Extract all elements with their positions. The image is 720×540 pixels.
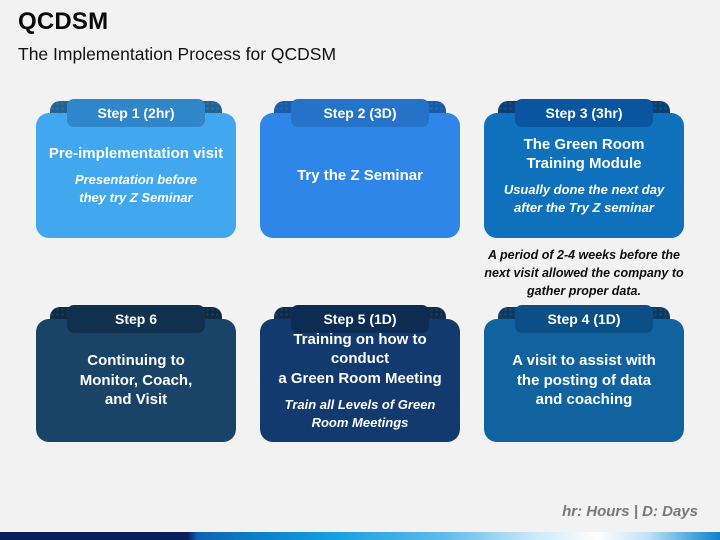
footer-accent-bar xyxy=(0,532,720,540)
page-title: QCDSM xyxy=(18,8,109,35)
steps-row-bottom: Step 6 Continuing to Monitor, Coach, and… xyxy=(36,305,684,442)
step-2-body: Try the Z Seminar xyxy=(260,113,460,238)
step-2-tab: Step 2 (3D) xyxy=(291,99,429,127)
step-card-5: Step 5 (1D) Training on how to conduct a… xyxy=(260,305,460,442)
step-5-tab: Step 5 (1D) xyxy=(291,305,429,333)
page-subtitle: The Implementation Process for QCDSM xyxy=(18,44,337,64)
step-6-body: Continuing to Monitor, Coach, and Visit xyxy=(36,319,236,442)
step-card-3: Step 3 (3hr) The Green Room Training Mod… xyxy=(484,99,684,238)
step-4-tab: Step 4 (1D) xyxy=(515,305,653,333)
step-5-heading: Training on how to conduct a Green Room … xyxy=(278,330,442,388)
step-6-tab: Step 6 xyxy=(67,305,205,333)
step-1-detail: Presentation before they try Z Seminar xyxy=(74,172,198,205)
step-3-detail: Usually done the next day after the Try … xyxy=(503,182,665,215)
step-3-heading: The Green Room Training Module xyxy=(523,135,645,173)
step-4-body: A visit to assist with the posting of da… xyxy=(484,319,684,442)
step-2-heading: Try the Z Seminar xyxy=(297,166,423,184)
step-card-6: Step 6 Continuing to Monitor, Coach, and… xyxy=(36,305,236,442)
step-6-heading: Continuing to Monitor, Coach, and Visit xyxy=(79,351,193,409)
step-5-detail: Train all Levels of Green Room Meetings xyxy=(284,397,436,430)
step-3-tab: Step 3 (3hr) xyxy=(515,99,653,127)
step-4-heading: A visit to assist with the posting of da… xyxy=(512,351,656,409)
footer-legend: hr: Hours | D: Days xyxy=(562,503,698,520)
interlude-note: A period of 2-4 weeks before the next vi… xyxy=(484,248,684,299)
step-1-heading: Pre-implementation visit xyxy=(48,145,224,163)
step-card-4: Step 4 (1D) A visit to assist with the p… xyxy=(484,305,684,442)
step-1-tab: Step 1 (2hr) xyxy=(67,99,205,127)
step-card-2: Step 2 (3D) Try the Z Seminar xyxy=(260,99,460,238)
step-5-body: Training on how to conduct a Green Room … xyxy=(260,319,460,442)
